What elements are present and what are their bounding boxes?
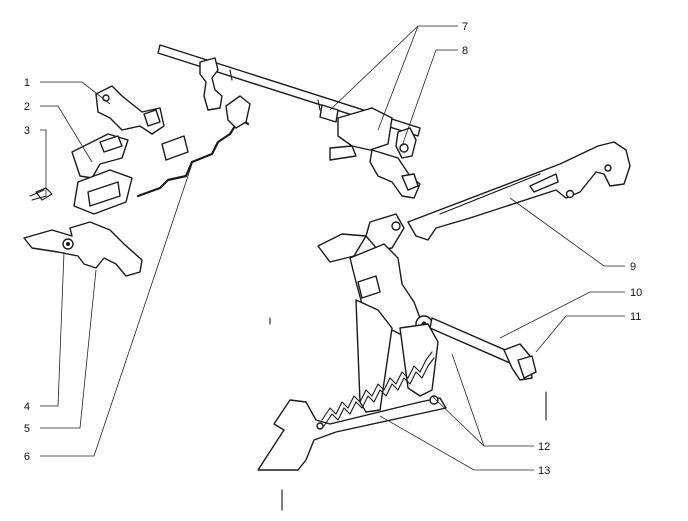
callout-6: 6: [24, 451, 30, 463]
main-vertical-arm: [355, 299, 439, 413]
callout-10: 10: [630, 287, 642, 299]
main-crank-plate: [317, 213, 433, 337]
callout-labels: 1 2 3 4 5 6 7 8 9 10 11 12 13: [24, 21, 642, 477]
callout-12: 12: [538, 441, 550, 453]
callout-5: 5: [24, 423, 30, 435]
callout-7: 7: [462, 21, 468, 33]
selector-lever: [407, 141, 631, 241]
callout-3: 3: [24, 125, 30, 137]
callout-4: 4: [24, 401, 30, 413]
left-latch-plate: [71, 133, 129, 179]
callout-8: 8: [462, 45, 468, 57]
shift-fork-upper: [199, 57, 223, 111]
leader-lines: [40, 25, 625, 471]
callout-9: 9: [630, 261, 636, 273]
pivot-shaft: [429, 317, 537, 381]
callout-11: 11: [630, 311, 641, 323]
left-bottom-lever: [23, 221, 143, 277]
pedal-plate: [257, 395, 447, 471]
left-wire-rod: [136, 95, 251, 198]
left-spring-clip: [29, 187, 53, 201]
callout-13: 13: [538, 465, 550, 477]
callout-2: 2: [24, 101, 30, 113]
callout-1: 1: [24, 77, 30, 89]
left-slide-block: [73, 169, 133, 215]
cam-block-assembly: [329, 107, 421, 199]
left-upper-bracket: [95, 85, 165, 135]
return-spring: [321, 351, 435, 427]
